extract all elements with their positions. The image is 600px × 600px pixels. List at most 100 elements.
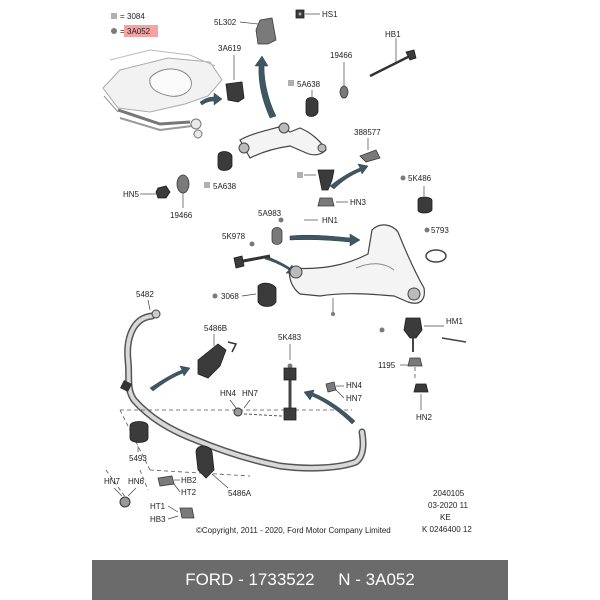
label-5486B: 5486B: [204, 324, 227, 333]
label-5493: 5493: [129, 454, 147, 463]
5793-marker: [424, 227, 430, 233]
5A638-square-marker-b: [204, 182, 210, 188]
1195-boot: [407, 357, 423, 367]
dash-line-4: [105, 469, 127, 499]
upper-ball-joint: [317, 169, 335, 191]
label-HN7-left: HN7: [242, 389, 259, 398]
label-HB1: HB1: [385, 30, 401, 39]
footer-spacer: [315, 570, 339, 590]
label-HT2: HT2: [181, 488, 197, 497]
info-line-1: 2040105: [433, 489, 465, 498]
5A638-bushing-upper: [305, 97, 319, 117]
label-5K486: 5K486: [408, 174, 432, 183]
5K486-marker: [400, 175, 406, 181]
legend-code-1: 3084: [127, 12, 145, 21]
label-19466-top: 19466: [330, 51, 353, 60]
label-HB2: HB2: [181, 476, 197, 485]
label-5486A: 5486A: [228, 489, 252, 498]
HN4-nut-right: [325, 381, 337, 393]
info-line-4: K 0246400 12: [422, 525, 472, 534]
arrow-to-5L302: [254, 55, 277, 119]
legend-eq-2: =: [120, 27, 125, 36]
HB1-bolt: [369, 54, 411, 78]
label-HN7-right: HN7: [346, 394, 363, 403]
lower-control-arm: [288, 224, 425, 304]
5K486-bushing: [417, 196, 433, 214]
label-HN2: HN2: [416, 413, 433, 422]
HN2-nut: [413, 383, 429, 393]
lower-arm-marker: [331, 312, 335, 316]
arrow-to-388577: [329, 163, 369, 190]
5793-ring: [425, 249, 447, 263]
3A619-bumpstop: [225, 81, 245, 103]
part-number-banner: FORD - 1733522 N - 3A052: [92, 560, 508, 600]
label-HB3: HB3: [150, 515, 166, 524]
19466-washer-top: [339, 85, 349, 99]
label-5K978: 5K978: [222, 232, 246, 241]
arrow-to-bracket: [149, 365, 191, 392]
19466-washer-bottom: [176, 174, 190, 194]
HB2-bolt: [157, 475, 175, 487]
legend-swatch-circle: [111, 28, 117, 34]
label-388577: 388577: [354, 128, 381, 137]
5486A-bracket: [195, 445, 215, 479]
HM1-marker: [379, 327, 385, 333]
HN6-nut: [119, 496, 131, 508]
5493-bushing: [129, 421, 149, 443]
legend-code-2: 3A052: [127, 27, 151, 36]
HB3-bolt: [179, 507, 195, 519]
legend-highlight: [124, 25, 158, 37]
label-3068: 3068: [221, 292, 239, 301]
label-5L302: 5L302: [214, 18, 237, 27]
5L302-bracket: [255, 17, 277, 45]
parts-diagram: = 3084 = 3A052 5L302 HS1 3A619 19466 HB1: [102, 9, 472, 535]
arrow-to-link: [303, 389, 356, 425]
label-5482: 5482: [136, 290, 154, 299]
dash-line-3: [149, 469, 251, 477]
label-5K483: 5K483: [278, 333, 302, 342]
HN5-nut: [155, 185, 171, 199]
label-HS1: HS1: [322, 10, 338, 19]
footer-n-number: N - 3A052: [338, 570, 415, 589]
lower-ball-joint: [403, 317, 423, 339]
dash-line-5: [139, 469, 149, 491]
label-5A638-a: 5A638: [297, 80, 321, 89]
label-HN1: HN1: [322, 216, 339, 225]
legend-swatch-square: [111, 13, 117, 19]
HM1-bolt: [441, 337, 467, 343]
arrow-to-lower-arm: [289, 233, 361, 247]
arrow-to-3A619: [199, 92, 223, 106]
HN4-nut-left: [233, 407, 243, 417]
label-5A638-b: 5A638: [213, 182, 237, 191]
info-line-3: KE: [440, 513, 451, 522]
label-1195: 1195: [378, 361, 396, 370]
label-19466-bottom: 19466: [170, 211, 193, 220]
5A638-bushing-lower: [217, 151, 233, 171]
label-HN3: HN3: [350, 198, 367, 207]
label-HN5: HN5: [123, 190, 140, 199]
legend-eq-1: =: [120, 12, 125, 21]
label-HN4-right: HN4: [346, 381, 363, 390]
label-3A619: 3A619: [218, 44, 242, 53]
5A638-square-marker-a: [288, 80, 294, 86]
388577-clip: [359, 149, 381, 163]
3068-bushing: [257, 282, 277, 307]
info-line-2: 03-2020 11: [428, 501, 468, 510]
label-HN4-left: HN4: [220, 389, 237, 398]
frame-context: [102, 49, 223, 139]
copyright: ©Copyright, 2011 - 2020, Ford Motor Comp…: [196, 526, 391, 535]
5A983-washer: [271, 227, 283, 245]
footer-ford-number: FORD - 1733522: [185, 570, 315, 589]
5K978-marker: [249, 241, 255, 247]
5A983-marker: [278, 217, 284, 223]
label-5793: 5793: [431, 226, 449, 235]
label-HN7-bottom: HN7: [104, 477, 121, 486]
label-HT1: HT1: [150, 502, 166, 511]
label-HN6: HN6: [128, 477, 145, 486]
5486B-bracket: [197, 343, 227, 379]
label-HM1: HM1: [446, 317, 463, 326]
HN3-nut: [317, 197, 335, 207]
label-5A983: 5A983: [258, 209, 282, 218]
3068-marker: [212, 293, 218, 299]
ball-joint-square-marker: [297, 172, 303, 178]
